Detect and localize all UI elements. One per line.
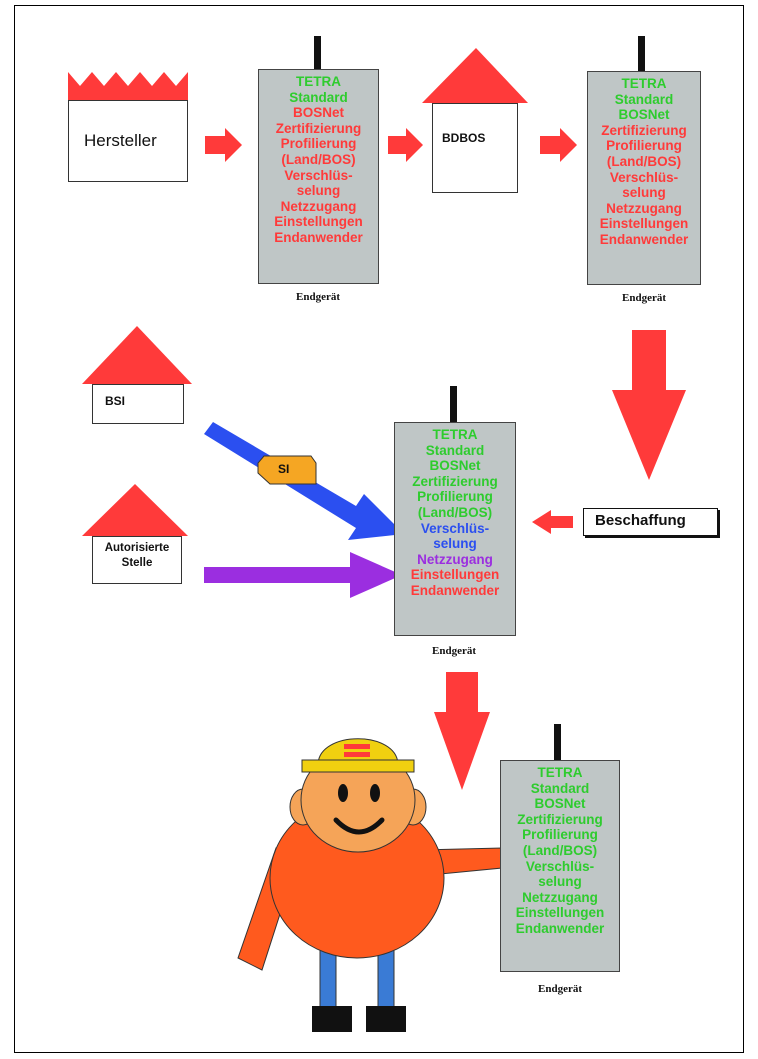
arrow-device-to-bdbos bbox=[388, 128, 423, 162]
figure-frame bbox=[14, 5, 744, 1053]
device2-line-3: Zertifizierung bbox=[601, 122, 687, 138]
device4-line-0: TETRA bbox=[537, 765, 583, 780]
device2-line-10: Endanwender bbox=[599, 231, 689, 247]
device4-line-8: Netzzugang bbox=[522, 889, 598, 905]
device3-caption: Endgerät bbox=[432, 645, 476, 657]
beschaffung-label: Beschaffung bbox=[595, 512, 686, 529]
device2-line-1: Standard bbox=[614, 91, 674, 107]
device2-antenna bbox=[638, 36, 645, 71]
arrow-bdbos-to-device bbox=[540, 128, 577, 162]
device4-line-2: BOSNet bbox=[534, 796, 586, 812]
device4-line-5: (Land/BOS) bbox=[522, 842, 598, 858]
autorisierte-line1: Autorisierte bbox=[104, 542, 170, 554]
device3-line-8: Netzzugang bbox=[417, 551, 493, 567]
device1-line-1: Standard bbox=[289, 89, 348, 105]
hersteller-label: Hersteller bbox=[84, 131, 157, 150]
device2-line-6: Verschlüs- bbox=[609, 169, 679, 185]
device3-line-3: Zertifizierung bbox=[412, 473, 498, 489]
arrow-hersteller-to-device bbox=[205, 128, 242, 162]
device2-line-8: Netzzugang bbox=[606, 200, 682, 216]
device3-line-9: Einstellungen bbox=[410, 567, 500, 583]
arrow-down-beschaffung bbox=[612, 330, 686, 480]
device1: TETRA Standard BOSNet Zertifizierung Pro… bbox=[258, 69, 379, 284]
device4-line-4: Profilierung bbox=[522, 827, 598, 843]
beschaffung-box bbox=[583, 508, 718, 536]
device1-line-6: Verschlüs- bbox=[284, 167, 353, 183]
device4-line-6: Verschlüs- bbox=[525, 858, 595, 874]
device3-line-5: (Land/BOS) bbox=[417, 504, 493, 520]
device1-line-5: (Land/BOS) bbox=[281, 151, 356, 167]
hersteller-box bbox=[68, 100, 188, 182]
device4-antenna bbox=[554, 724, 561, 760]
autorisierte-label: Autorisierte Stelle bbox=[92, 541, 182, 571]
bsi-box bbox=[92, 384, 184, 424]
device4: TETRA Standard BOSNet Zertifizierung Pro… bbox=[500, 760, 620, 972]
device3-line-0: TETRA bbox=[432, 427, 478, 442]
arrow-down-person bbox=[434, 672, 490, 790]
device2-line-2: BOSNet bbox=[618, 107, 670, 123]
device1-line-3: Zertifizierung bbox=[275, 120, 362, 136]
device3-line-6: Verschlüs- bbox=[420, 520, 490, 536]
device3-antenna bbox=[450, 386, 457, 422]
device3-line-4: Profilierung bbox=[417, 489, 493, 505]
device1-line-4: Profilierung bbox=[280, 136, 357, 152]
autorisierte-box bbox=[92, 536, 182, 584]
device3-line-10: Endanwender bbox=[410, 582, 500, 598]
device2-line-7: selung bbox=[622, 185, 666, 201]
si-tag-icon bbox=[257, 455, 317, 485]
arrow-autorisierte-purple bbox=[204, 552, 402, 598]
device3-line-2: BOSNet bbox=[429, 458, 481, 474]
device1-line-2: BOSNet bbox=[292, 105, 344, 121]
device1-line-8: Netzzugang bbox=[280, 198, 357, 214]
device1-line-9: Einstellungen bbox=[274, 214, 363, 230]
person-figure-icon bbox=[237, 738, 503, 1032]
device1-antenna bbox=[314, 36, 321, 69]
bdbos-label: BDBOS bbox=[442, 131, 486, 145]
device4-line-7: selung bbox=[538, 874, 582, 890]
device4-line-1: Standard bbox=[530, 780, 590, 796]
autorisierte-roof-icon bbox=[82, 484, 188, 536]
bdbos-box bbox=[432, 103, 518, 193]
device1-line-7: selung bbox=[296, 183, 341, 199]
device4-line-3: Zertifizierung bbox=[517, 811, 603, 827]
device4-line-10: Endanwender bbox=[515, 920, 605, 936]
si-tag-label: SI bbox=[278, 462, 290, 476]
bsi-roof-icon bbox=[82, 326, 192, 384]
device2-line-9: Einstellungen bbox=[599, 216, 689, 232]
device1-caption: Endgerät bbox=[296, 291, 340, 303]
device2: TETRA Standard BOSNet Zertifizierung Pro… bbox=[587, 71, 701, 285]
autorisierte-line2: Stelle bbox=[121, 557, 153, 569]
bdbos-roof-icon bbox=[422, 48, 528, 103]
device2-line-5: (Land/BOS) bbox=[606, 153, 682, 169]
device2-caption: Endgerät bbox=[622, 292, 666, 304]
device1-line-10: Endanwender bbox=[274, 229, 363, 245]
factory-roof-icon bbox=[68, 72, 188, 100]
bsi-label: BSI bbox=[105, 394, 126, 408]
device4-caption: Endgerät bbox=[538, 983, 582, 995]
device1-line-0: TETRA bbox=[296, 74, 341, 89]
device2-line-0: TETRA bbox=[621, 76, 667, 91]
device3-line-1: Standard bbox=[425, 442, 485, 458]
device2-line-4: Profilierung bbox=[606, 138, 682, 154]
device3-line-7: selung bbox=[433, 536, 477, 552]
device3: TETRA Standard BOSNet Zertifizierung Pro… bbox=[394, 422, 516, 636]
device4-line-9: Einstellungen bbox=[515, 905, 605, 921]
arrow-beschaffung-to-device bbox=[532, 510, 573, 534]
